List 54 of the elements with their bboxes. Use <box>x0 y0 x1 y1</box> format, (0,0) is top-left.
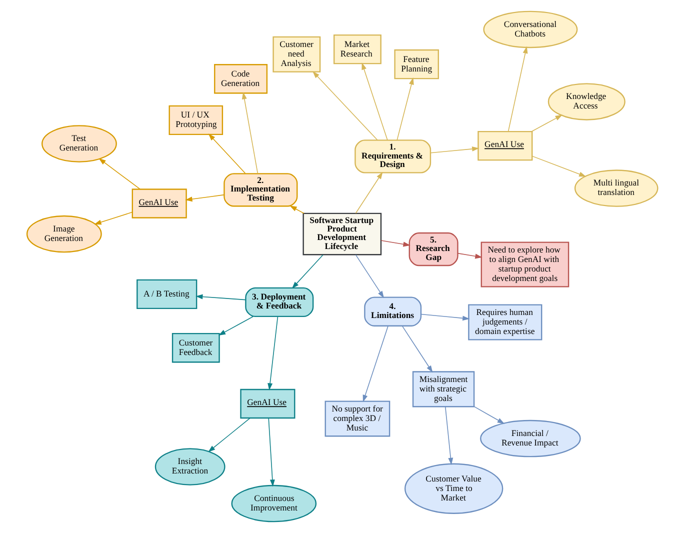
arrow <box>94 212 133 225</box>
node-box: GenAI Use <box>478 130 533 161</box>
node-box: Need to explore how to align GenAI with startup product development goals <box>480 242 570 288</box>
node-box: A / B Testing <box>136 279 198 310</box>
arrow <box>355 172 383 214</box>
node-box: Code Generation <box>214 64 268 94</box>
arrow <box>380 240 410 247</box>
node-ellipse: Test Generation <box>42 125 117 162</box>
node-box: 2. Implementation Testing <box>224 173 298 207</box>
node-box: Feature Planning <box>394 49 439 80</box>
arrow <box>208 418 250 452</box>
node-ellipse: Conversational Chatbots <box>483 10 578 48</box>
arrow <box>531 114 562 132</box>
node-box: Requires human judgements / domain expertise <box>468 304 542 340</box>
node-box: Customer need Analysis <box>272 36 321 72</box>
node-box: Market Research <box>333 34 382 64</box>
arrow <box>312 71 378 140</box>
arrow <box>396 77 414 141</box>
node-box: GenAI Use <box>132 188 187 218</box>
arrow <box>218 316 254 336</box>
arrow <box>420 314 470 321</box>
node-box: GenAI Use <box>240 388 296 419</box>
node-box: Customer Feedback <box>172 333 220 363</box>
arrow <box>362 326 388 402</box>
arrow <box>185 194 224 202</box>
node-box: UI / UX Prototyping <box>168 105 224 136</box>
arrow <box>430 146 480 154</box>
node-ellipse: Customer Value vs Time to Market <box>404 463 504 514</box>
node-box: No support for complex 3D / Music <box>324 400 390 437</box>
node-ellipse: Financial / Revenue Impact <box>480 420 581 458</box>
arrow <box>268 418 275 487</box>
arrow <box>268 316 278 390</box>
arrow <box>508 46 528 132</box>
arrow <box>196 294 246 300</box>
arrow <box>532 156 586 177</box>
arrow <box>402 326 433 373</box>
arrow <box>474 406 505 424</box>
node-box: 5. Research Gap <box>408 232 458 266</box>
arrow <box>292 254 324 289</box>
arrow <box>457 252 482 259</box>
arrow <box>362 62 388 141</box>
node-box: 1. Requirements & Design <box>354 140 432 174</box>
node-box: Misalignment with strategic goals <box>412 371 475 408</box>
arrow <box>98 158 141 190</box>
node-ellipse: Continuous Improvement <box>231 484 317 522</box>
arrow <box>290 206 304 214</box>
arrow <box>242 92 258 174</box>
arrow <box>444 406 454 465</box>
node-box: 3. Deployment & Feedback <box>245 287 314 318</box>
node-box: Software Startup Product Development Lifecycle <box>302 212 382 256</box>
arrow <box>355 254 384 298</box>
node-ellipse: Insight Extraction <box>154 448 226 486</box>
arrow <box>208 134 246 174</box>
node-box: 4. Limitations <box>364 296 422 326</box>
